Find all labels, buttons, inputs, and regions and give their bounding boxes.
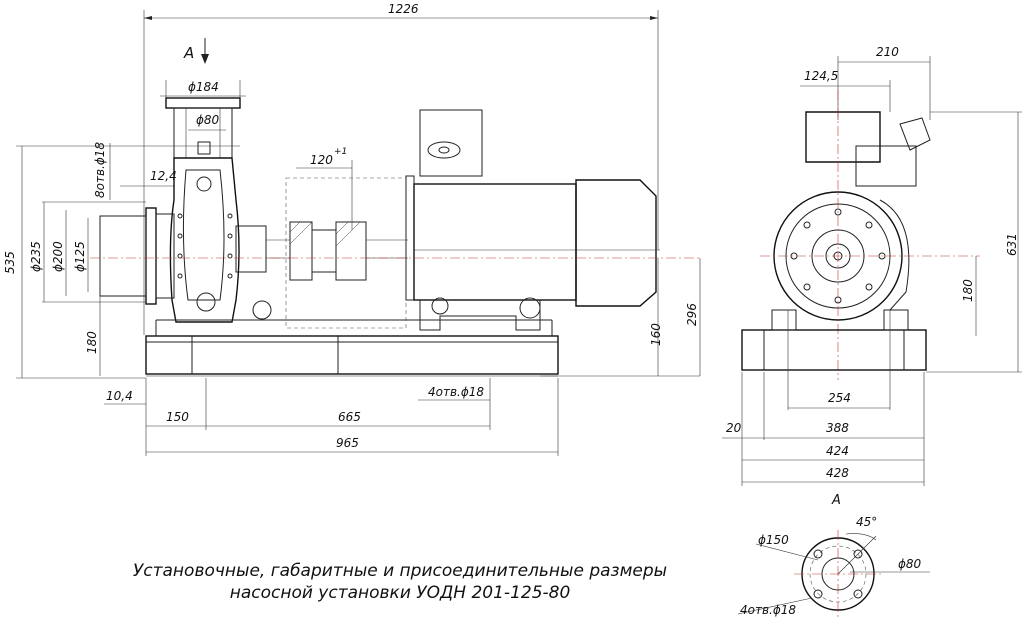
- dim-base-length: 965: [336, 436, 359, 450]
- side-view: 1226 A ϕ184 ϕ80 8отв.ϕ18 12,4: [3, 2, 701, 456]
- front-view: 210 124,5 631 180: [722, 45, 1022, 486]
- dim-axis-296: 296: [685, 303, 699, 326]
- dim-front-20: 20: [726, 421, 742, 435]
- dim-front-180: 180: [961, 279, 975, 302]
- dim-offset-104: 10,4: [106, 389, 133, 403]
- dim-base-holes: 4отв.ϕ18: [428, 385, 484, 399]
- dim-a-d150: ϕ150: [758, 533, 789, 547]
- drawing-caption: Установочные, габаритные и присоединител…: [120, 560, 680, 604]
- dim-coupling: 120: [310, 153, 333, 167]
- dim-d235: ϕ235: [29, 241, 43, 272]
- caption-line-2: насосной установки УОДН 201-125-80: [229, 583, 571, 603]
- view-a-label: A: [183, 44, 194, 62]
- dim-base-160: 160: [649, 323, 663, 346]
- dim-front-254: 254: [828, 391, 851, 405]
- dim-holes-top: 8отв.ϕ18: [93, 142, 107, 198]
- dim-front-631: 631: [1005, 233, 1019, 256]
- dim-overall-length: 1226: [388, 2, 419, 16]
- dim-d200: ϕ200: [51, 241, 65, 272]
- view-arrow-icon: [201, 54, 209, 64]
- dim-top-210: 210: [876, 45, 899, 59]
- dim-axis-180: 180: [85, 331, 99, 354]
- dim-center-1245: 124,5: [804, 69, 838, 83]
- dim-height-535: 535: [3, 251, 17, 274]
- dim-a-angle: 45°: [856, 515, 877, 529]
- dim-hole-span: 665: [338, 410, 361, 424]
- dim-coupling-tol: +1: [334, 147, 347, 157]
- dim-a-d80: ϕ80: [898, 557, 922, 571]
- dim-front-428: 428: [826, 466, 849, 480]
- dim-a-holes: 4отв.ϕ18: [740, 603, 796, 617]
- view-a-detail: A 45° ϕ150 ϕ80 4отв.ϕ18: [737, 493, 930, 618]
- dim-d80: ϕ80: [196, 113, 220, 127]
- dim-d184: ϕ184: [188, 80, 219, 94]
- dim-d125: ϕ125: [73, 241, 87, 272]
- caption-line-1: Установочные, габаритные и присоединител…: [132, 561, 668, 581]
- view-a-detail-label: A: [831, 493, 841, 508]
- dim-front-388: 388: [826, 421, 849, 435]
- dim-first-hole: 150: [166, 410, 189, 424]
- dim-flange-thick: 12,4: [150, 169, 177, 183]
- dim-front-424: 424: [826, 444, 849, 458]
